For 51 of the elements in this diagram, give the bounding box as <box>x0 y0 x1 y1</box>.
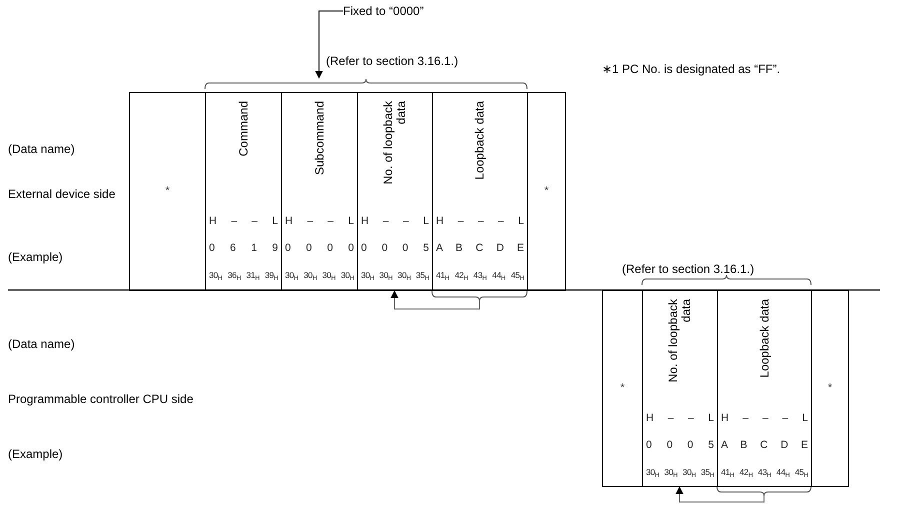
byte-order-row-text: H – – L <box>285 214 354 229</box>
leader-arrow <box>315 10 344 79</box>
row-label: External device side <box>8 187 116 202</box>
byte-order-row-text: H – – L <box>646 411 714 426</box>
arrow <box>390 290 480 310</box>
example-value-row-text: 0 0 0 5 <box>361 240 429 256</box>
example-value-row-text: 0 6 1 9 <box>209 240 278 256</box>
byte-order-row-text: H – – L <box>209 214 278 229</box>
frame-cell <box>527 92 566 291</box>
data-field-cell <box>642 290 718 487</box>
data-field-cell <box>281 92 358 291</box>
asterisk-mark: * <box>620 381 625 396</box>
frame-cell <box>602 290 643 487</box>
row-label: (Example) <box>8 250 63 265</box>
footnote-text: ∗1 PC No. is designated as “FF”. <box>602 62 780 77</box>
note-text: Fixed to “0000” <box>343 3 424 19</box>
data-name-label: Subcommand <box>313 100 326 177</box>
data-field-cell <box>717 290 812 487</box>
byte-order-row-text: H – – L <box>361 214 429 229</box>
example-value-row-text: A B C D E <box>436 240 524 256</box>
hex-code-row: 41$_{H}$ 42$_{H}$ 43$_{H}$ 44$_{H}$ 45$_{H}$ <box>436 269 524 282</box>
frame-cell <box>129 92 206 291</box>
data-field-cell <box>205 92 282 291</box>
asterisk-mark: * <box>544 184 549 200</box>
reference-note: (Refer to section 3.16.1.) <box>326 54 458 69</box>
hex-code-row: 30$_{H}$ 36$_{H}$ 31$_{H}$ 39$_{H}$ <box>209 269 278 282</box>
data-name-label: No. of loopback data <box>382 100 408 186</box>
data-name-label: Loopback data <box>474 100 486 182</box>
asterisk-mark: * <box>828 381 832 396</box>
example-value-row-text: A B C D E <box>721 438 808 454</box>
arrow <box>676 486 764 502</box>
data-field-cell <box>357 92 433 291</box>
data-name-label: Loopback data <box>758 298 771 380</box>
row-label: (Data name) <box>8 337 75 352</box>
hex-code-row: 30$_{H}$ 30$_{H}$ 30$_{H}$ 35$_{H}$ <box>646 466 714 480</box>
data-field-cell <box>432 92 528 291</box>
asterisk-mark: * <box>165 184 170 200</box>
byte-order-row-text: H – – – L <box>721 411 808 426</box>
byte-order-row-text: H – – – L <box>436 214 524 229</box>
row-label: (Example) <box>8 447 63 462</box>
data-name-label: Command <box>237 100 250 158</box>
hex-code-row: 30$_{H}$ 30$_{H}$ 30$_{H}$ 30$_{H}$ <box>285 269 354 282</box>
example-value-row-text: 0 0 0 5 <box>646 438 714 454</box>
hex-code-row: 30$_{H}$ 30$_{H}$ 30$_{H}$ 35$_{H}$ <box>361 269 429 282</box>
data-name-label: No. of loopback data <box>667 298 693 384</box>
frame-cell <box>811 290 849 487</box>
hex-code-row: 41$_{H}$ 42$_{H}$ 43$_{H}$ 44$_{H}$ 45$_{H}$ <box>721 466 808 480</box>
reference-note: (Refer to section 3.16.1.) <box>622 262 754 277</box>
example-value-row-text: 0 0 0 0 <box>285 240 354 256</box>
row-label: (Data name) <box>8 142 75 157</box>
row-label: Programmable controller CPU side <box>8 392 194 407</box>
